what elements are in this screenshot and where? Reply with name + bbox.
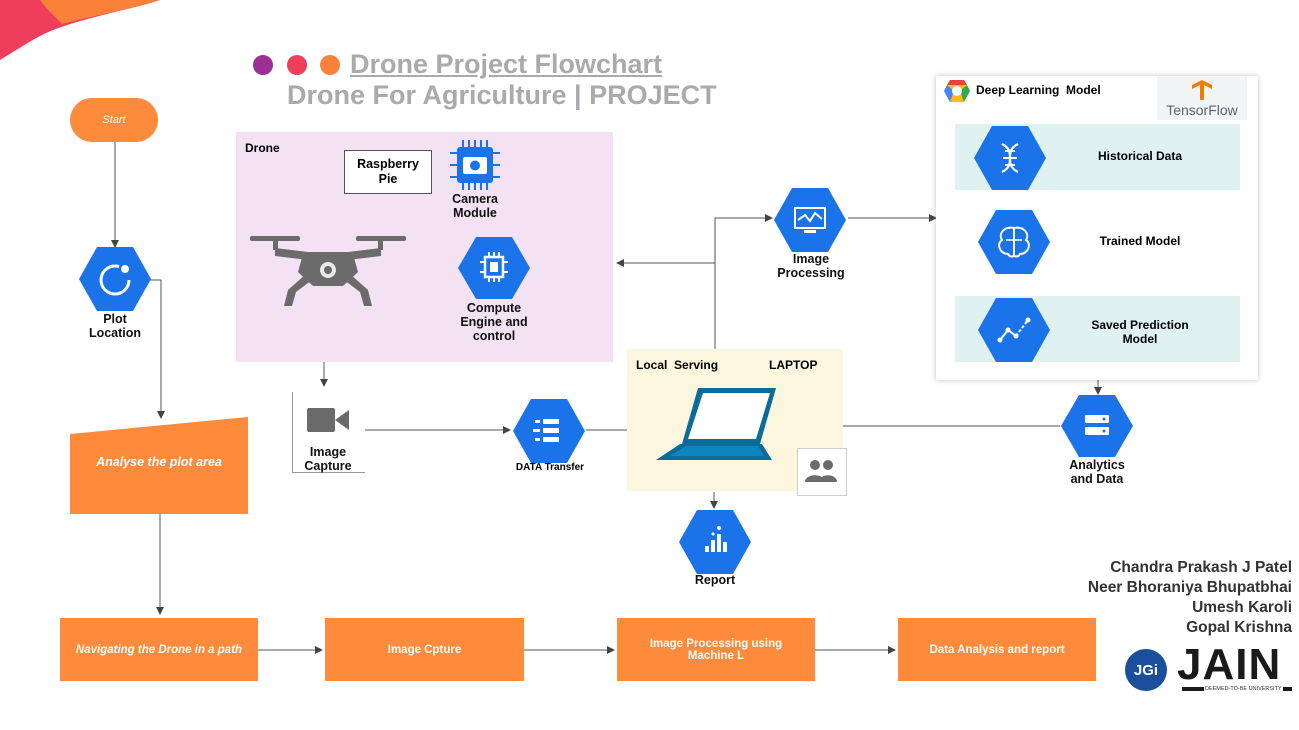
- image-capture-box: [292, 392, 365, 473]
- data-transfer-label: DATA Transfer: [515, 462, 585, 473]
- local-serving-label: Local Serving: [636, 358, 719, 372]
- tensorflow-icon: [1192, 80, 1212, 100]
- camera-module-icon: [450, 140, 500, 190]
- plot-location-label: Plot Location: [88, 312, 142, 340]
- report-icon: [679, 510, 751, 574]
- laptop-label: LAPTOP: [769, 358, 818, 372]
- image-capture-step: Image Cpture: [325, 618, 524, 681]
- image-capture-label: Image Capture: [304, 445, 352, 473]
- jgi-logo: JGi: [1125, 649, 1167, 691]
- drone-panel-title: Drone: [245, 141, 280, 155]
- deemed-university-text: DEEMED-TO-BE UNIVERSITY: [1204, 686, 1283, 692]
- saved-model-icon: [978, 298, 1050, 362]
- title-line-2: Drone For Agriculture | PROJECT: [287, 80, 717, 110]
- start-node: Start: [70, 98, 158, 142]
- saved-model-label: Saved Prediction Model: [1091, 318, 1189, 346]
- deep-learning-title: Deep Learning Model: [976, 83, 1101, 97]
- analyse-label: Analyse the plot area: [96, 455, 222, 469]
- jain-logo-text: JAIN: [1177, 640, 1282, 689]
- analytics-label: Analytics and Data: [1069, 458, 1125, 486]
- users-icon: [805, 460, 837, 482]
- author-3: Umesh Karoli: [1192, 599, 1292, 616]
- corner-swoosh-decoration: [0, 0, 160, 60]
- data-transfer-icon: [513, 399, 585, 463]
- author-4: Gopal Krishna: [1186, 619, 1292, 636]
- authors-block: Chandra Prakash J Patel Neer Bhoraniya B…: [1032, 558, 1292, 638]
- title-dots: [253, 55, 340, 75]
- drone-icon: [250, 236, 406, 306]
- title-line-1: Drone Project Flowchart: [350, 49, 663, 79]
- trained-model-icon: [978, 210, 1050, 274]
- historical-data-icon: [974, 126, 1046, 190]
- author-2: Neer Bhoraniya Bhupatbhai: [1087, 579, 1292, 596]
- navigating-box: Navigating the Drone in a path: [60, 618, 258, 681]
- image-processing-icon: [774, 188, 846, 252]
- compute-engine-icon: [458, 237, 530, 299]
- data-analysis-step: Data Analysis and report: [898, 618, 1096, 681]
- image-processing-label: Image Processing: [777, 252, 845, 280]
- report-label: Report: [694, 573, 736, 587]
- trained-model-label: Trained Model: [1099, 234, 1181, 248]
- tensorflow-label: TensorFlow: [1166, 102, 1238, 118]
- users-card: [797, 448, 847, 496]
- laptop-icon: [656, 388, 776, 460]
- analyse-shape: [70, 417, 248, 514]
- analytics-icon: [1061, 395, 1133, 457]
- video-camera-icon: [307, 408, 349, 432]
- raspberry-pi-box: Raspberry Pie: [344, 150, 432, 194]
- cloud-logo-icon: [944, 80, 970, 102]
- image-processing-step: Image Processing using Machine L: [617, 618, 815, 681]
- author-1: Chandra Prakash J Patel: [1110, 559, 1292, 576]
- historical-data-label: Historical Data: [1097, 149, 1183, 163]
- plot-location-icon: [79, 247, 151, 311]
- camera-module-label: Camera Module: [452, 192, 498, 220]
- compute-engine-label: Compute Engine and control: [460, 301, 528, 343]
